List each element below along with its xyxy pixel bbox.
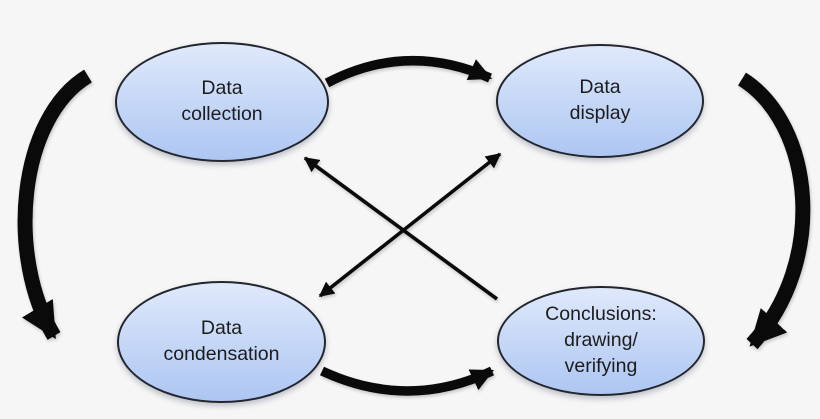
node-label: Data collection	[181, 77, 263, 125]
node-label: Conclusions: drawing/ verifying	[545, 303, 657, 377]
arrow-collection-to-condensation	[17, 69, 93, 340]
arrow-collection-to-display	[324, 56, 493, 88]
arrow-display-condensation-bidirectional	[318, 152, 502, 298]
node-data-condensation: Data condensation	[117, 281, 326, 403]
node-label: Data display	[569, 76, 631, 124]
node-data-display: Data display	[496, 44, 704, 158]
arrow-display-to-conclusions	[737, 72, 811, 350]
node-data-collection: Data collection	[115, 42, 329, 162]
arrow-condensation-to-conclusions	[319, 366, 495, 396]
node-conclusions-drawing-verifying: Conclusions: drawing/ verifying	[497, 286, 705, 396]
node-label: Data condensation	[163, 317, 280, 365]
